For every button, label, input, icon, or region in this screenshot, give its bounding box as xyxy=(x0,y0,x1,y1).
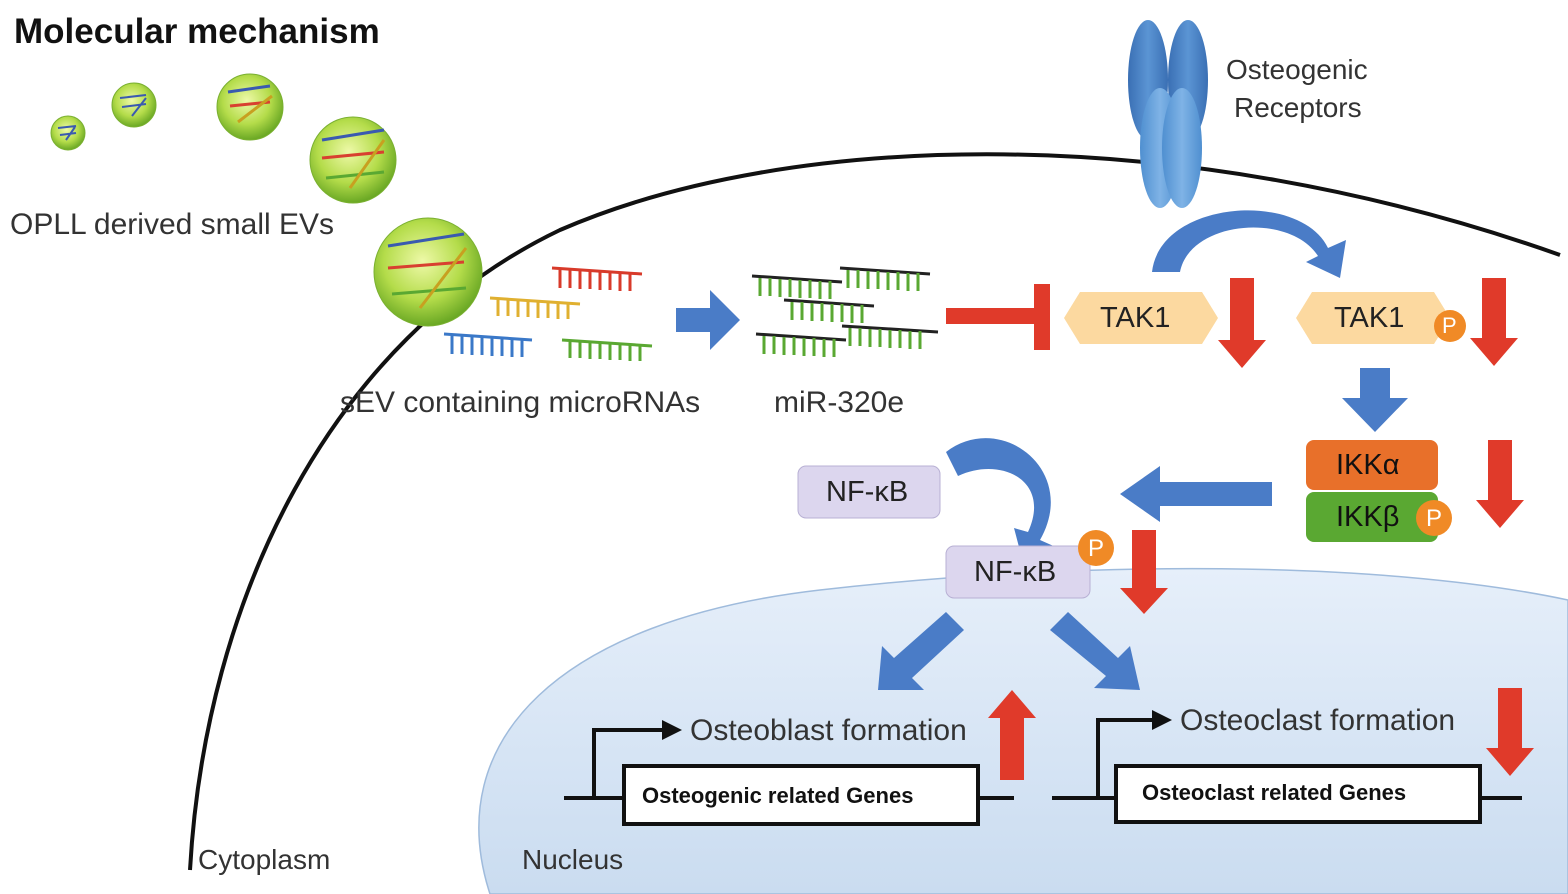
small-evs-label: OPLL derived small EVs xyxy=(10,208,335,241)
mir-320e-strands xyxy=(751,266,939,357)
mir-label: miR-320e xyxy=(774,386,905,419)
osteoblast-formation-label: Osteoblast formation xyxy=(690,714,967,747)
osteogenic-gene-track xyxy=(564,720,1014,826)
osteogenic-genes-label: Osteogenic related Genes xyxy=(642,783,914,808)
down-arrow-ikk xyxy=(1476,440,1524,528)
tak1-phospho-badge xyxy=(1434,310,1466,342)
arrow-to-osteoblast xyxy=(878,612,964,690)
arrow-sev-to-mir xyxy=(676,290,740,350)
osteogenic-receptor-icon xyxy=(1128,20,1208,208)
arrow-to-osteoclast xyxy=(1050,612,1140,690)
receptors-label-line2: Receptors xyxy=(1234,92,1362,123)
nucleus-label: Nucleus xyxy=(522,844,624,875)
down-arrow-osteoclast xyxy=(1486,688,1534,776)
arrow-nfkb-curve xyxy=(946,438,1058,566)
cytoplasm-label: Cytoplasm xyxy=(198,844,331,875)
nfkb-p-box xyxy=(945,545,1091,599)
nfkb-phospho-badge xyxy=(1078,530,1114,566)
small-ev-icon xyxy=(111,82,157,128)
tak1-p-box xyxy=(1296,292,1450,344)
tak1-p-label: TAK1 xyxy=(1334,302,1405,334)
ikk-phospho-text: P xyxy=(1426,505,1443,532)
up-arrow-osteoblast xyxy=(988,690,1036,780)
ikk-phospho-badge xyxy=(1416,500,1452,536)
sev-micrornas-label: sEV containing microRNAs xyxy=(340,386,701,419)
arrow-ikk-to-nfkb xyxy=(1120,466,1272,522)
arrow-tak1-to-ikk xyxy=(1342,368,1408,432)
nfkb-phospho-text: P xyxy=(1088,535,1105,562)
ikk-beta-label: IKKβ xyxy=(1336,501,1400,533)
small-ev-icon xyxy=(309,116,397,204)
microrna-strands xyxy=(443,266,653,361)
nfkb-label: NF-κB xyxy=(826,476,909,508)
inhibition-symbol xyxy=(946,284,1050,350)
nfkb-box xyxy=(797,465,941,519)
receptors-label-line1: Osteogenic xyxy=(1226,54,1368,85)
cell-membrane xyxy=(188,152,1561,871)
nfkb-p-label: NF-κB xyxy=(974,556,1057,588)
down-arrow-nfkb xyxy=(1120,530,1168,614)
arrow-receptor-curve xyxy=(1152,210,1346,278)
osteoclast-gene-track xyxy=(1052,710,1522,824)
down-arrow-tak1-p xyxy=(1470,278,1518,366)
tak1-label: TAK1 xyxy=(1100,302,1171,334)
fusing-ev-icon xyxy=(373,217,483,327)
ikk-alpha-label: IKKα xyxy=(1336,449,1400,481)
osteoclast-formation-label: Osteoclast formation xyxy=(1180,704,1456,737)
osteoclast-genes-label: Osteoclast related Genes xyxy=(1142,780,1407,805)
tak1-phospho-text: P xyxy=(1442,313,1457,338)
small-ev-icon xyxy=(50,115,86,151)
tak1-box xyxy=(1064,292,1218,344)
diagram-title: Molecular mechanism xyxy=(14,12,380,51)
small-ev-icon xyxy=(216,73,284,141)
ikk-alpha-box xyxy=(1306,440,1438,490)
ikk-beta-box xyxy=(1306,492,1438,542)
down-arrow-tak1 xyxy=(1218,278,1266,368)
